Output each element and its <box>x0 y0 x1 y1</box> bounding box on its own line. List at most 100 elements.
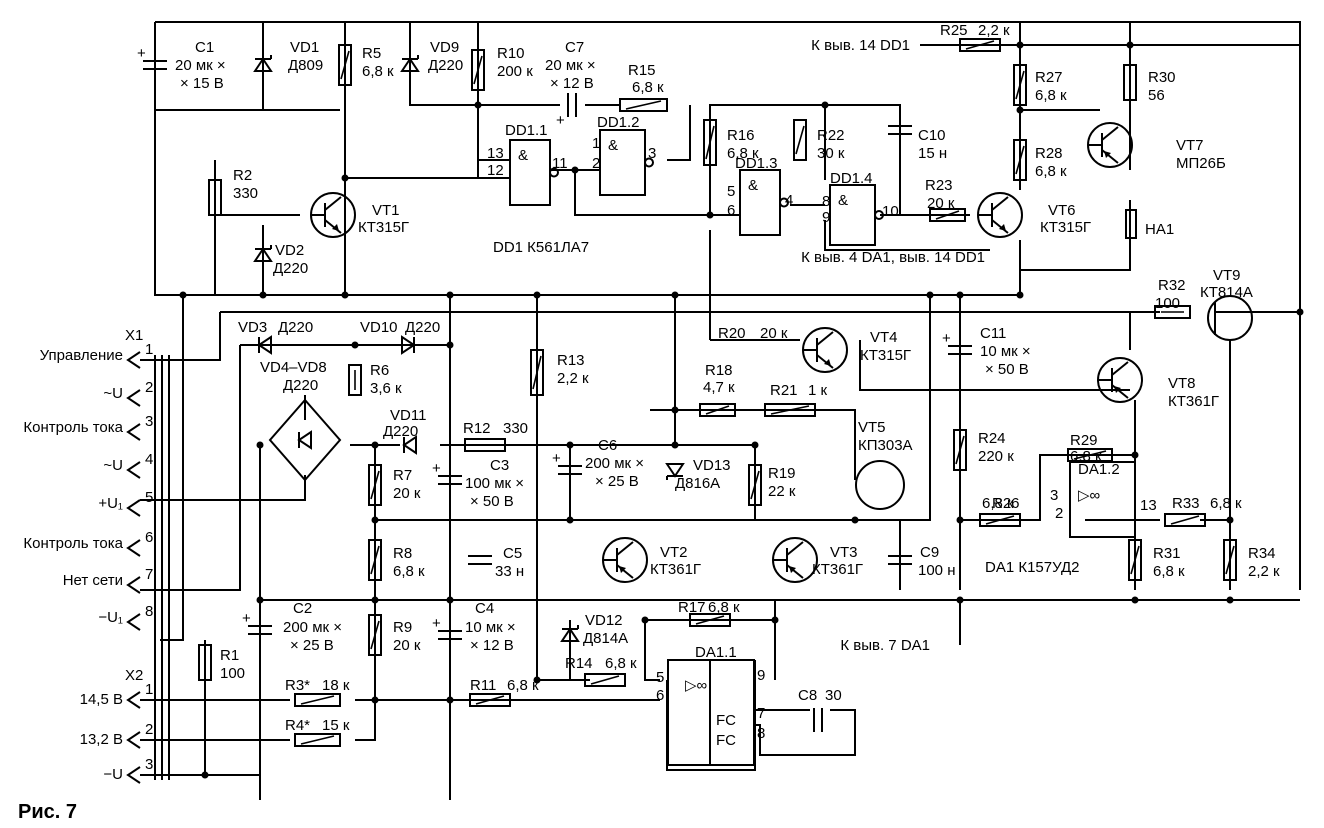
junction-dot <box>671 406 679 414</box>
connector-pin-number: 1 <box>145 681 153 698</box>
connector-pin-number: 7 <box>145 566 153 583</box>
diode-body <box>253 247 273 262</box>
net-label: К выв. 14 DD1 <box>811 37 910 54</box>
component-value: Д816А <box>675 475 720 492</box>
component-value: 6,8 к <box>708 599 740 616</box>
junction-dot <box>1226 516 1234 524</box>
component-value: 2,2 к <box>978 22 1010 39</box>
component-value: 20 мк × <box>175 57 226 74</box>
junction-dot <box>956 596 964 604</box>
resistor-slash <box>770 405 810 415</box>
component-ref: VT2 <box>660 544 688 561</box>
junction-dot <box>1131 451 1139 459</box>
pin-number: 8 <box>822 193 830 210</box>
connector-pin-number: 3 <box>145 756 153 773</box>
component-value: 6,8 к <box>632 79 664 96</box>
resistor-body <box>1013 64 1027 106</box>
component-ref: R33 <box>1172 495 1200 512</box>
component-value: 18 к <box>322 677 350 694</box>
component-value: 20 к <box>927 195 955 212</box>
resistor-body <box>1128 539 1142 581</box>
component-ref: C11 <box>980 325 1006 342</box>
junction-dot <box>1126 41 1134 49</box>
resistor-slash <box>705 405 730 415</box>
connector-pin <box>126 731 141 749</box>
fc-label: FC <box>716 732 736 749</box>
wire <box>859 340 1130 391</box>
connector-pin <box>126 351 141 369</box>
pin-number: 3 <box>648 145 656 162</box>
component-value: × 12 В <box>550 75 594 92</box>
resistor-slash <box>340 50 350 80</box>
resistor-slash <box>300 735 335 745</box>
connector-pin-label: 13,2 В <box>80 731 123 748</box>
and-symbol: & <box>838 192 848 209</box>
resistor-slash <box>473 55 483 85</box>
pin-number: 9 <box>822 209 830 226</box>
junction-dot <box>371 516 379 524</box>
component-ref: VT6 <box>1048 202 1076 219</box>
resistor-body <box>953 429 967 471</box>
connector-pin-label: 14,5 В <box>80 691 123 708</box>
component-ref: R19 <box>768 465 796 482</box>
resistor-body <box>471 49 485 91</box>
junction-dot <box>371 441 379 449</box>
emitter-arrow <box>619 566 626 573</box>
gate-ref: DD1.4 <box>830 170 873 187</box>
component-ref: C7 <box>565 39 584 56</box>
wire <box>409 22 480 106</box>
component-ref: C1 <box>195 39 214 56</box>
diode-body <box>400 57 420 72</box>
component-value: × 15 В <box>180 75 224 92</box>
junction-dot <box>533 291 541 299</box>
resistor-slash <box>985 515 1015 525</box>
component-value: 3,6 к <box>370 380 402 397</box>
pin-number: 12 <box>487 162 504 179</box>
component-value: × 25 В <box>595 473 639 490</box>
component-ref: VD1 <box>290 39 319 56</box>
pin-number: 10 <box>882 203 899 220</box>
inverter-bubble <box>874 210 884 220</box>
wire <box>1020 200 1131 271</box>
connector-pin-label: Управление <box>40 347 123 364</box>
component-ref: VD11 <box>390 407 426 424</box>
resistor-body <box>469 693 511 707</box>
component-value: 200 мк × <box>283 619 342 636</box>
component-value: 100 н <box>918 562 955 579</box>
junction-dot <box>566 441 574 449</box>
junction-dot <box>751 441 759 449</box>
component-ref: R1 <box>220 647 239 664</box>
component-ref: VT5 <box>858 419 886 436</box>
component-ref: R17 <box>678 599 706 616</box>
net-label: К выв. 7 DA1 <box>840 637 930 654</box>
resistor-slash <box>750 470 760 500</box>
diode-body <box>297 430 312 450</box>
component-value: Д814А <box>583 630 628 647</box>
resistor-slash <box>532 355 542 390</box>
junction-dot <box>956 291 964 299</box>
nand-gate <box>509 139 551 206</box>
wire <box>140 312 221 361</box>
resistor-body <box>689 613 731 627</box>
resistor-slash <box>705 125 715 160</box>
component-ref: VD10 <box>360 319 398 336</box>
component-value: 4,7 к <box>703 379 735 396</box>
component-value: Д220 <box>278 319 313 336</box>
component-value: 6,8 к <box>1035 163 1067 180</box>
resistor-body <box>764 403 816 417</box>
component-value: Д220 <box>273 260 308 277</box>
component-value: 200 к <box>497 63 533 80</box>
component-ref: R32 <box>1158 277 1186 294</box>
connector-pin-label: ~U <box>103 385 123 402</box>
junction-dot <box>256 596 264 604</box>
pin-number: 7 <box>757 705 765 722</box>
connector-pin <box>126 389 141 407</box>
connector-pin-label: ~U <box>103 457 123 474</box>
component-ref: HA1 <box>1145 221 1174 238</box>
component-ref: R3* <box>285 677 310 694</box>
connector-pin-label: Нет сети <box>63 572 123 589</box>
junction-dot <box>474 101 482 109</box>
resistor-slash <box>370 545 380 575</box>
component-ref: VT9 <box>1213 267 1241 284</box>
